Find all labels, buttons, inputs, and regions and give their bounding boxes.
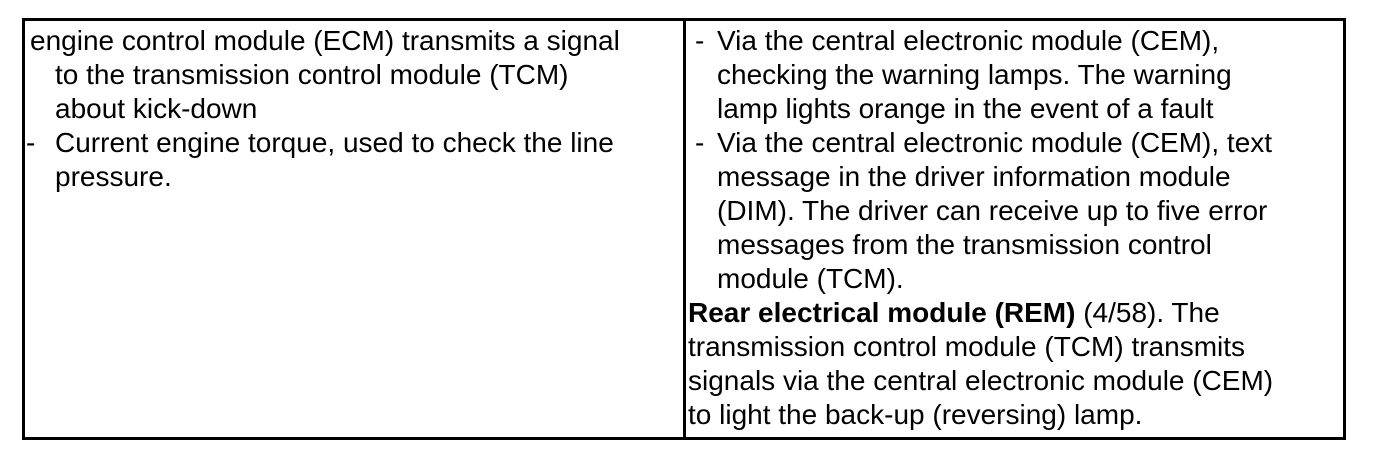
text-line: checking the warning lamps. The warning bbox=[717, 59, 1232, 90]
list-item-line: -Via the central electronic module (CEM)… bbox=[688, 24, 1343, 58]
text-line: module (TCM). bbox=[717, 263, 904, 294]
text-line: pressure. bbox=[55, 161, 172, 192]
bold-heading-text: Rear electrical module (REM) bbox=[688, 297, 1076, 328]
text-line: transmission control module (TCM) transm… bbox=[688, 331, 1246, 362]
list-item-text: Via the central electronic module (CEM),… bbox=[717, 127, 1273, 158]
table-cell-right: -Via the central electronic module (CEM)… bbox=[686, 21, 1343, 437]
text-line: signals via the central electronic modul… bbox=[688, 365, 1274, 396]
text-line: about kick-down bbox=[55, 93, 258, 124]
table-cell-left: engine control module (ECM) transmits a … bbox=[25, 21, 686, 437]
text-line: engine control module (ECM) transmits a … bbox=[30, 25, 620, 56]
list-item-text: Via the central electronic module (CEM), bbox=[717, 25, 1220, 56]
bullet-dash: - bbox=[26, 127, 36, 158]
text-line: to the transmission control module (TCM) bbox=[55, 59, 569, 90]
list-item-line: -Current engine torque, used to check th… bbox=[26, 126, 683, 160]
list-item-text: Current engine torque, used to check the… bbox=[55, 127, 614, 158]
text-line-bold-lead: Rear electrical module (REM) (4/58). The bbox=[688, 296, 1343, 330]
text-line: message in the driver information module bbox=[717, 161, 1231, 192]
text-line: messages from the transmission control bbox=[717, 229, 1212, 260]
signal-description-table: engine control module (ECM) transmits a … bbox=[22, 18, 1346, 440]
text-line: lamp lights orange in the event of a fau… bbox=[717, 93, 1214, 124]
bullet-dash: - bbox=[695, 25, 705, 56]
bullet-dash: - bbox=[695, 127, 705, 158]
text-line: to light the back-up (reversing) lamp. bbox=[688, 399, 1143, 430]
list-item-line: -Via the central electronic module (CEM)… bbox=[688, 126, 1343, 160]
text-line: (4/58). The bbox=[1075, 297, 1220, 328]
text-line: (DIM). The driver can receive up to five… bbox=[717, 195, 1268, 226]
